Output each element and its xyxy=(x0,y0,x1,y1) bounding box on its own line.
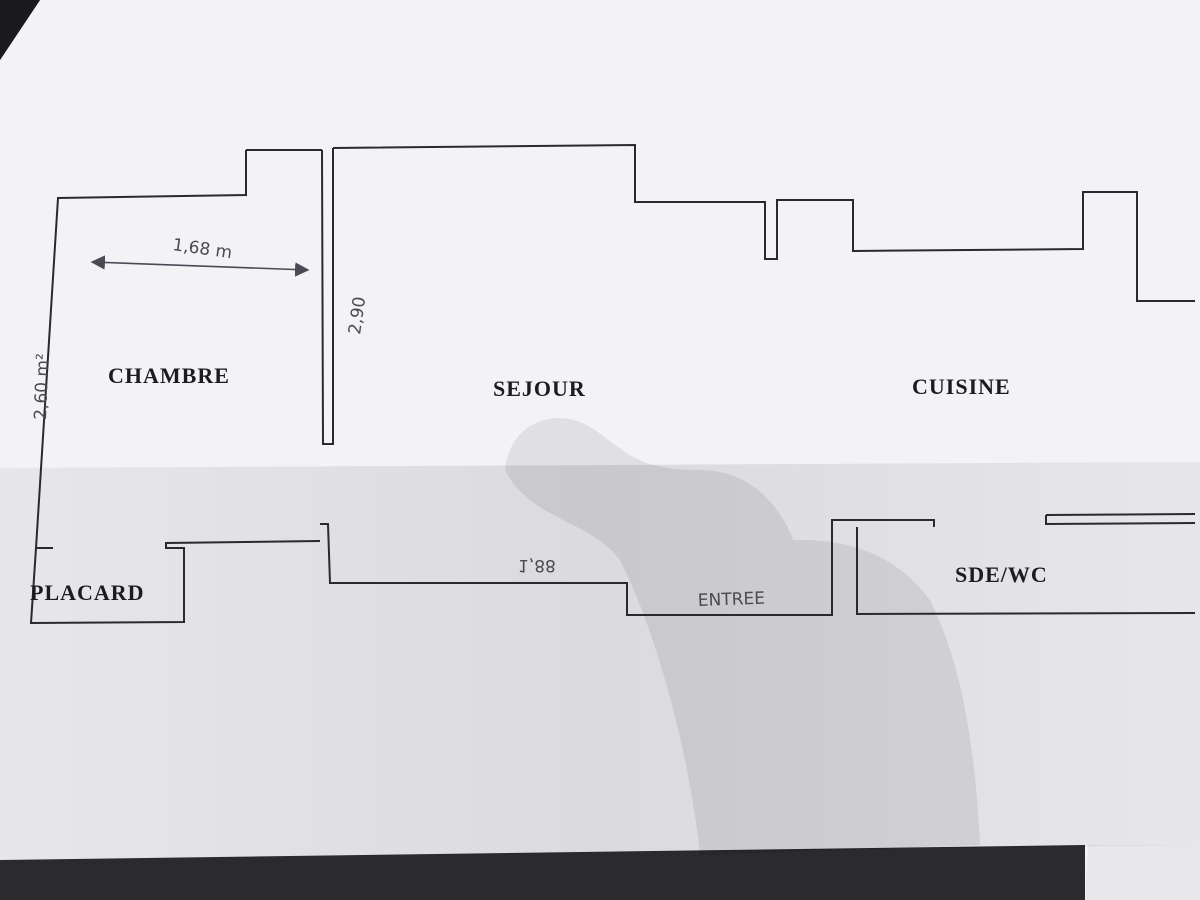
room-label-sejour: SEJOUR xyxy=(493,376,586,401)
dimension-height-left: 2,60 m² xyxy=(31,353,53,420)
entree-label: ENTREE xyxy=(697,589,765,611)
plan-walls xyxy=(29,143,1196,625)
shadow-band xyxy=(0,462,1200,860)
room-label-sde-wc: SDE/WC xyxy=(955,562,1048,587)
room-label-placard: PLACARD xyxy=(30,580,145,605)
width-dimension-arrow xyxy=(90,255,310,277)
hand-shadow xyxy=(505,418,980,855)
dimension-bottom: 1,88 xyxy=(518,555,556,575)
room-label-cuisine: CUISINE xyxy=(912,374,1011,399)
room-label-chambre: CHAMBRE xyxy=(108,363,230,388)
